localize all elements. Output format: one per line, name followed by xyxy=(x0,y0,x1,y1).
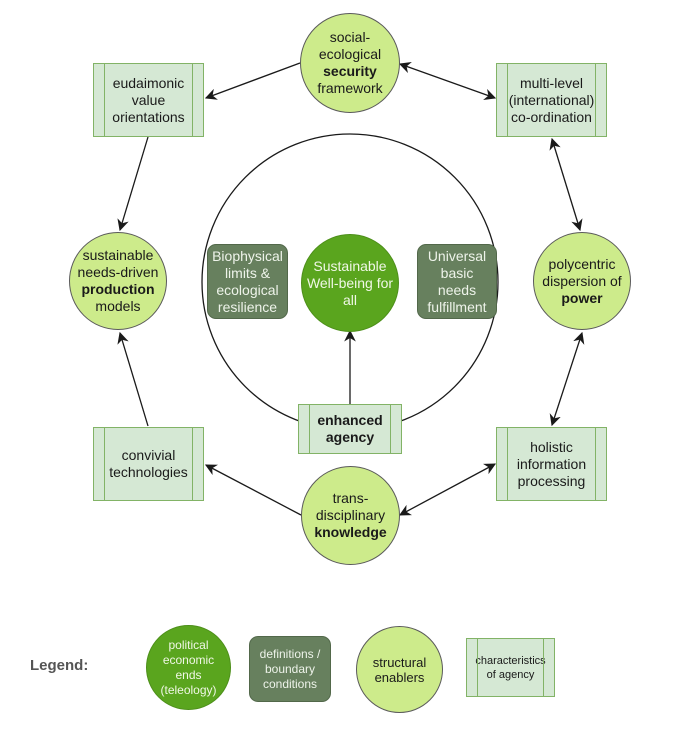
node-holistic-information-processing[interactable]: holistic information processing xyxy=(496,427,607,501)
label-line: processing xyxy=(517,472,586,489)
label-line: (international) xyxy=(508,91,595,108)
legend-item-characteristics-of-agency: characteristics of agency xyxy=(466,638,555,697)
legend-title: Legend: xyxy=(30,657,89,674)
label-line: fulfillment xyxy=(427,298,487,315)
label-line: disciplinary xyxy=(315,507,386,523)
label-line: dispersion of xyxy=(542,272,622,289)
node-convivial-technologies[interactable]: convivial technologies xyxy=(93,427,204,501)
label-line: information xyxy=(516,455,587,472)
label-bold: security xyxy=(323,63,377,79)
label-line: basic xyxy=(440,264,474,281)
node-universal-basic-needs[interactable]: Universal basic needs fulfillment xyxy=(417,244,497,319)
legend-label-line: economic xyxy=(162,652,215,667)
node-transdisciplinary-knowledge[interactable]: trans- disciplinary knowledge xyxy=(301,466,400,565)
edge-security-eudaimonic xyxy=(204,62,301,100)
label-line: ecological xyxy=(318,46,382,62)
label-line: limits & xyxy=(224,264,271,281)
label-line: technologies xyxy=(109,464,188,480)
legend-label-line: political xyxy=(168,637,209,652)
label-bold: knowledge xyxy=(314,524,387,540)
legend-label-line: of agency xyxy=(486,668,535,681)
label-line: trans- xyxy=(332,490,369,506)
edge-power-holistic xyxy=(549,331,585,427)
label-line: framework xyxy=(317,80,383,96)
label-line: eudaimonic xyxy=(112,74,185,91)
legend-label-line: conditions xyxy=(262,676,318,691)
label-line: all xyxy=(342,291,357,308)
label-line: co-ordination xyxy=(511,108,592,125)
label-line: ecological xyxy=(216,281,279,298)
node-sustainable-wellbeing[interactable]: Sustainable Well-being for all xyxy=(301,234,399,332)
label-line: holistic xyxy=(530,438,573,455)
node-polycentric-power[interactable]: polycentric dispersion of power xyxy=(533,232,631,330)
label-line: resilience xyxy=(217,298,278,315)
legend-item-structural-enablers: structural enablers xyxy=(356,626,443,713)
edge-convivial-production xyxy=(117,331,149,427)
legend-label-line: (teleology) xyxy=(160,682,217,697)
label-line: models xyxy=(95,298,141,314)
label-bold: production xyxy=(81,281,155,297)
label-line: needs xyxy=(437,281,477,298)
edge-security-multilevel xyxy=(398,62,497,100)
legend-label-line: characteristics xyxy=(475,654,546,667)
label-line: Well-being for xyxy=(306,274,394,291)
node-security-framework[interactable]: social- ecological security framework xyxy=(300,13,400,113)
node-biophysical-limits[interactable]: Biophysical limits & ecological resilien… xyxy=(207,244,288,319)
label-line: polycentric xyxy=(548,255,616,272)
edge-multilevel-power xyxy=(549,137,583,232)
legend-label-line: boundary xyxy=(264,661,316,676)
label-line: Biophysical xyxy=(212,247,283,264)
label-line: convivial xyxy=(121,447,176,463)
label-line: value xyxy=(131,91,166,108)
label-line: multi-level xyxy=(519,74,583,91)
label-line: enhanced xyxy=(317,412,383,428)
label-bold: power xyxy=(561,289,603,306)
label-line: needs-driven xyxy=(77,264,159,280)
edge-eudaimonic-production xyxy=(117,136,149,232)
label-line: Sustainable xyxy=(313,257,387,274)
label-line: Universal xyxy=(427,247,487,264)
legend-label-line: structural xyxy=(372,654,427,670)
label-line: social- xyxy=(329,29,371,45)
legend-label-line: ends xyxy=(175,667,202,682)
label-line: agency xyxy=(325,429,375,445)
legend-item-political-economic-ends: political economic ends (teleology) xyxy=(146,625,231,710)
legend-label-line: definitions / xyxy=(259,646,321,661)
node-eudaimonic-value-orientations[interactable]: eudaimonic value orientations xyxy=(93,63,204,137)
legend-label-line: enablers xyxy=(374,669,425,685)
legend-item-definitions-boundary: definitions / boundary conditions xyxy=(249,636,331,702)
node-enhanced-agency[interactable]: enhanced agency xyxy=(298,404,402,454)
edge-knowledge-convivial xyxy=(204,464,302,516)
label-line: orientations xyxy=(112,108,185,125)
edge-knowledge-holistic xyxy=(398,463,497,516)
node-multilevel-coordination[interactable]: multi-level (international) co-ordinatio… xyxy=(496,63,607,137)
node-production-models[interactable]: sustainable needs-driven production mode… xyxy=(69,232,167,330)
label-line: sustainable xyxy=(82,247,154,263)
